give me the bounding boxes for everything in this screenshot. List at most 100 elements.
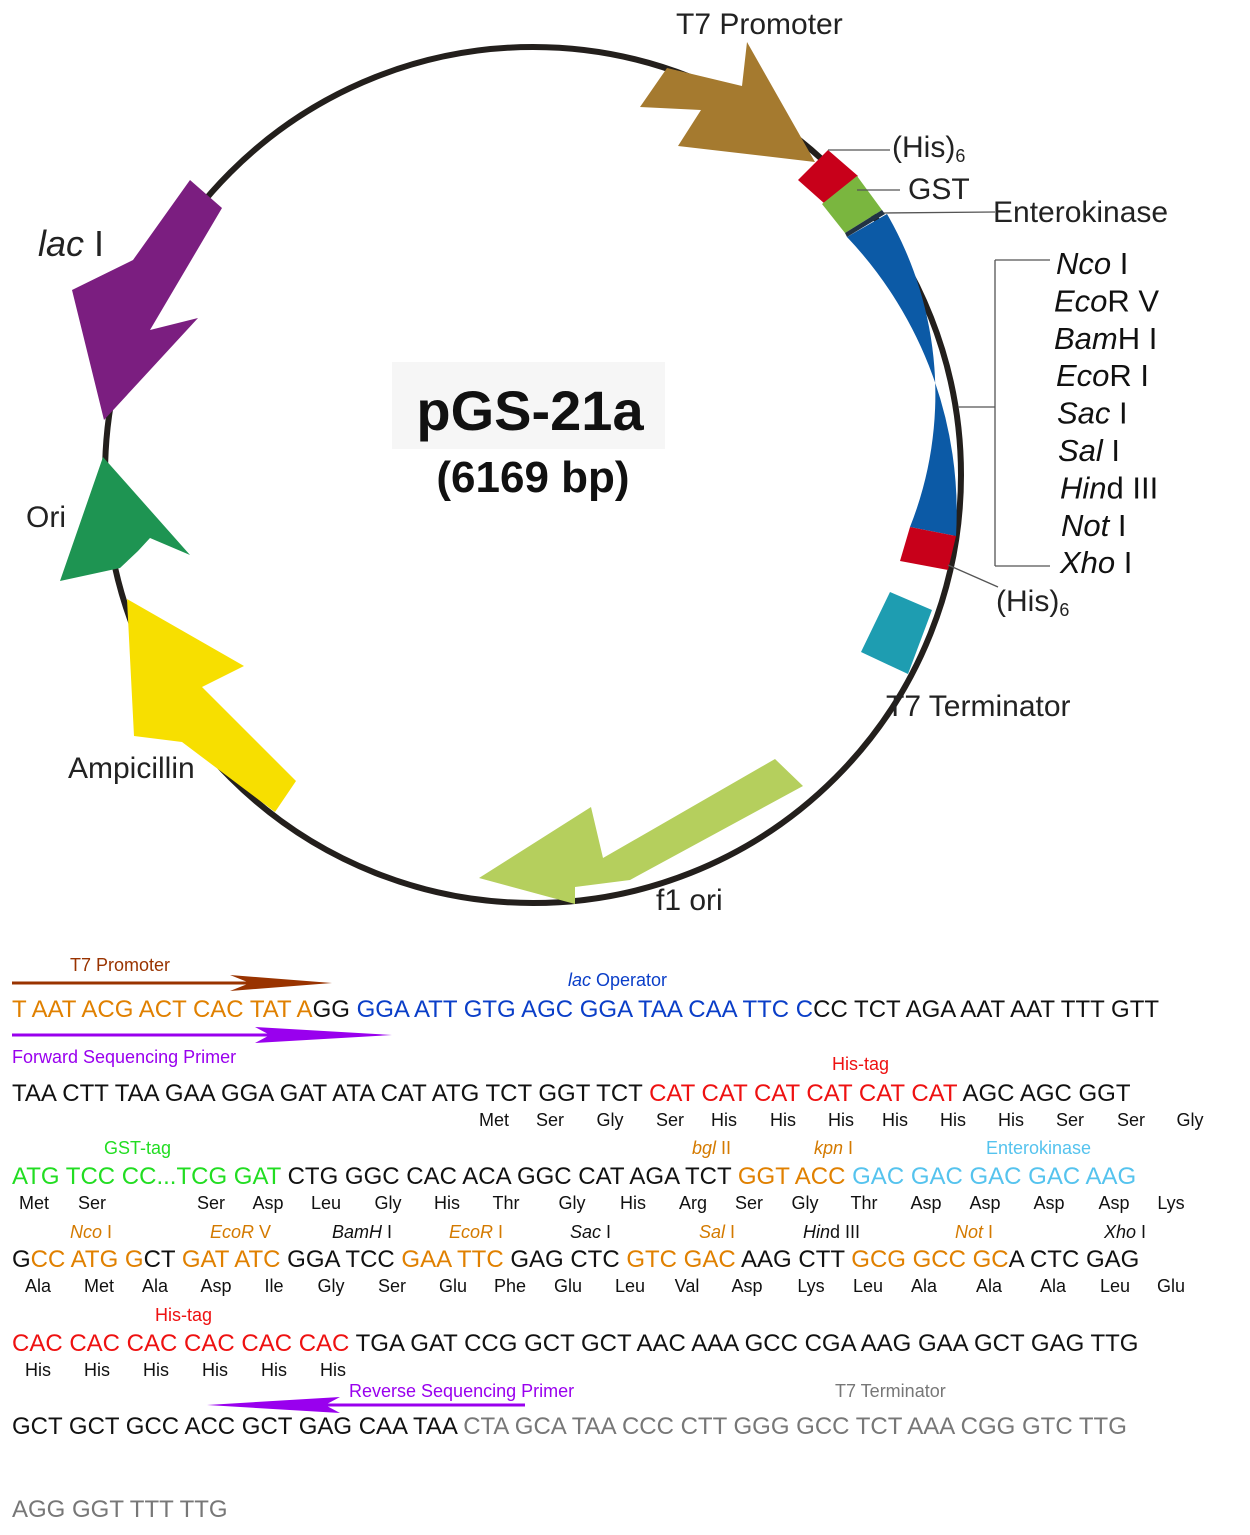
sequence-segment: A CTC GAG [1009, 1246, 1140, 1273]
amino-acid: Asp [731, 1276, 762, 1296]
sequence-row: CAC CAC CAC CAC CAC CAC TGA GAT CCG GCT … [12, 1330, 1138, 1357]
lac-i-italic: lac [38, 223, 84, 264]
sequence-segment: AAG CTT [736, 1246, 852, 1273]
amino-acid: Asp [200, 1276, 231, 1296]
amino-acid: His [143, 1360, 169, 1380]
amino-acid: Ser [197, 1193, 225, 1213]
label-enterokinase: Enterokinase [993, 196, 1168, 229]
seq-label-forward-primer: Forward Sequencing Primer [12, 1047, 236, 1067]
lac-i-arrow [72, 180, 222, 420]
site-roman: I [382, 1222, 392, 1242]
sequence-segment: GGA ATT GTG AGC GGA TAA CAA TTC C [357, 996, 814, 1023]
sequence-row: GCT GCT GCC ACC GCT GAG CAA TAA CTA GCA … [12, 1413, 1127, 1440]
leader-lines [828, 149, 1050, 588]
amino-acid: His [940, 1110, 966, 1130]
mcs-site-italic: Nco [1056, 246, 1111, 281]
amino-acid: Asp [1033, 1193, 1064, 1213]
his-tag-bottom-block [900, 527, 956, 570]
mcs-site-italic: Bam [1054, 321, 1118, 356]
seq-t7-promoter-arrow [12, 975, 332, 991]
amino-acid: Ala [1040, 1276, 1067, 1296]
sequence-row: GCC ATG GCT GAT ATC GGA TCC GAA TTC GAG … [12, 1246, 1139, 1273]
mcs-site-label: EcoR I [1056, 358, 1149, 393]
amino-acid: Asp [252, 1193, 283, 1213]
seq-label-t7-promoter: T7 Promoter [70, 955, 170, 975]
amino-acid: Gly [375, 1193, 402, 1213]
amino-acid: Ser [1117, 1110, 1145, 1130]
his-top-subscript: 6 [955, 146, 965, 166]
mcs-site-roman: R I [1109, 358, 1149, 393]
amino-acid: Leu [853, 1276, 883, 1296]
sequence-segment: CC TCT AGA AAT AAT TTT GTT [813, 996, 1159, 1023]
mcs-site-label: BamH I [1054, 321, 1157, 356]
lac-operator-rest: Operator [591, 970, 667, 990]
sequence-segment: G [12, 1246, 31, 1273]
mcs-site-roman: I [1115, 545, 1132, 580]
sequence-row: AGG GGT TTT TTG [12, 1496, 228, 1523]
site-italic: BamH [332, 1222, 383, 1242]
lac-i-roman: I [84, 223, 104, 264]
restriction-site-label: Hind III [803, 1222, 860, 1242]
amino-acid: Gly [559, 1193, 586, 1213]
site-italic: Xho [1103, 1222, 1136, 1242]
lac-operator-italic: lac [568, 970, 591, 990]
sequence-row: ATG TCC CC...TCG GAT CTG GGC CAC ACA GGC… [12, 1163, 1136, 1190]
label-ori: Ori [26, 501, 66, 534]
mcs-site-roman: I [1109, 508, 1126, 543]
sequence-segment: GG [313, 996, 357, 1023]
label-t7-terminator: T7 Terminator [886, 690, 1071, 723]
site-roman: I [1136, 1222, 1146, 1242]
amino-acid: Met [479, 1110, 509, 1130]
mcs-site-italic: Xho [1059, 545, 1115, 580]
label-lac-i: lac I [38, 223, 104, 264]
amino-acid: His [711, 1110, 737, 1130]
sequence-segment: GAA TTC [401, 1246, 503, 1273]
mcs-site-roman: I [1103, 433, 1120, 468]
site-italic: Sal [699, 1222, 726, 1242]
site-roman: I [102, 1222, 112, 1242]
amino-acid: Lys [1157, 1193, 1184, 1213]
sequence-segment: T AAT ACG ACT CAC TAT A [12, 996, 313, 1023]
amino-acid: Ser [1056, 1110, 1084, 1130]
site-italic: Sac [570, 1222, 601, 1242]
mcs-site-italic: Not [1061, 508, 1111, 543]
sequence-segment: CC ATG G [31, 1246, 144, 1273]
amino-acid: Gly [318, 1276, 345, 1296]
plasmid-name: pGS-21a [416, 379, 644, 442]
amino-acid: Leu [1100, 1276, 1130, 1296]
amino-acid: His [434, 1193, 460, 1213]
amino-acid: Ala [911, 1276, 938, 1296]
amino-acid: Ser [78, 1193, 106, 1213]
amino-acid: Asp [1098, 1193, 1129, 1213]
nucleotide-rows: T AAT ACG ACT CAC TAT AGG GGA ATT GTG AG… [12, 996, 1159, 1523]
ori-arrow [60, 457, 190, 581]
his-top-text: (His) [892, 131, 955, 164]
amino-acid: His [202, 1360, 228, 1380]
amino-acid: Met [84, 1276, 114, 1296]
amino-acid: Thr [851, 1193, 878, 1213]
mcs-site-label: Hind III [1060, 470, 1158, 505]
mcs-site-roman: d III [1107, 470, 1159, 505]
amino-acid: Ala [976, 1276, 1003, 1296]
site-roman: I [493, 1222, 503, 1242]
amino-acid: Phe [494, 1276, 526, 1296]
sequence-segment: CTG GGC CAC ACA GGC CAT AGA TCT [281, 1163, 738, 1190]
sequence-segment: CT [144, 1246, 182, 1273]
amino-acid: Ser [656, 1110, 684, 1130]
f1-ori-arrow [479, 759, 803, 904]
site-roman: I [725, 1222, 735, 1242]
mcs-site-label: Sal I [1058, 433, 1120, 468]
restriction-site-label: Not I [955, 1222, 993, 1242]
label-his-top: (His)6 [892, 131, 965, 166]
amino-acid: Ala [25, 1276, 52, 1296]
sequence-segment: GGA TCC [281, 1246, 402, 1273]
sequence-segment: GAC GAC GAC GAC AAG [852, 1163, 1136, 1190]
sequence-segment: GGT ACC [738, 1163, 852, 1190]
sequence-segment: CAT CAT CAT CAT CAT CAT [649, 1080, 958, 1107]
amino-acid: Asp [910, 1193, 941, 1213]
amino-acid: His [828, 1110, 854, 1130]
label-gst: GST [908, 173, 970, 206]
amino-acid: Gly [597, 1110, 624, 1130]
